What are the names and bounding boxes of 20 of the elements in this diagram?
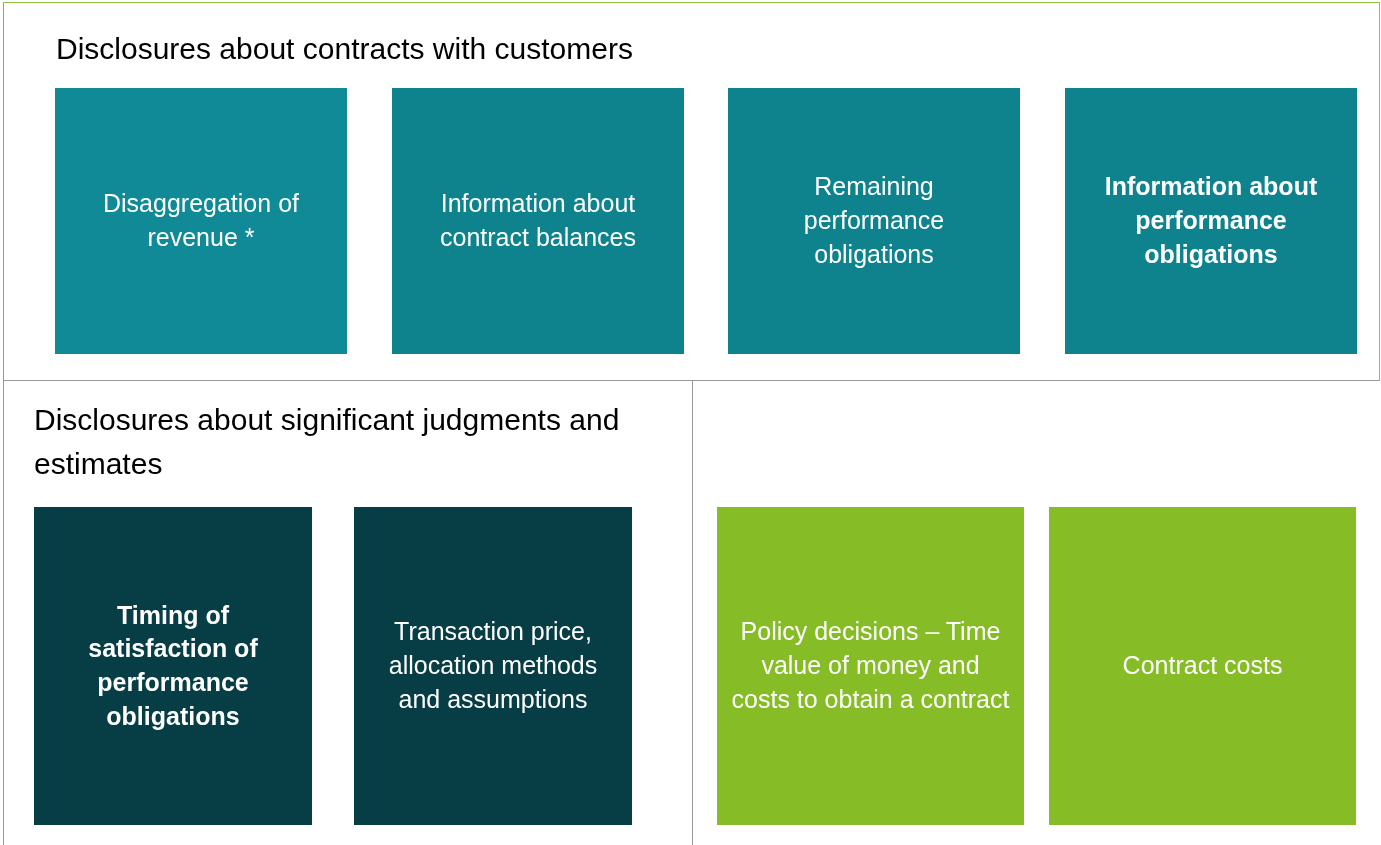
section-panel — [3, 380, 693, 845]
disclosure-tile — [55, 88, 347, 354]
disclosure-tile — [717, 507, 1024, 825]
tile-label: Disaggregation of revenue * — [102, 188, 300, 253]
section-heading: Disclosures about significant judgments and estimates — [34, 402, 621, 482]
section-heading: Disclosures about contracts with customers — [56, 31, 634, 67]
tile-label: Information about contract balances — [439, 188, 637, 253]
tile-label: Policy decisions – Time value of money and costs to obtain a contract — [731, 616, 1010, 715]
disclosure-tile — [354, 507, 632, 825]
disclosure-tile — [728, 88, 1020, 354]
tile-label: Timing of satisfaction of performance obligations — [87, 599, 259, 732]
section-panel — [3, 2, 1380, 381]
tile-label: Remaining performance obligations — [802, 171, 946, 270]
disclosure-tile — [34, 507, 312, 825]
disclosure-tile — [1049, 507, 1356, 825]
disclosure-tile — [392, 88, 684, 354]
tile-label: Transaction price, allocation methods and assumptions — [387, 616, 599, 715]
tile-label: Information about performance obligations — [1103, 171, 1319, 270]
tile-label: Contract costs — [1122, 650, 1283, 682]
disclosure-tile — [1065, 88, 1357, 354]
